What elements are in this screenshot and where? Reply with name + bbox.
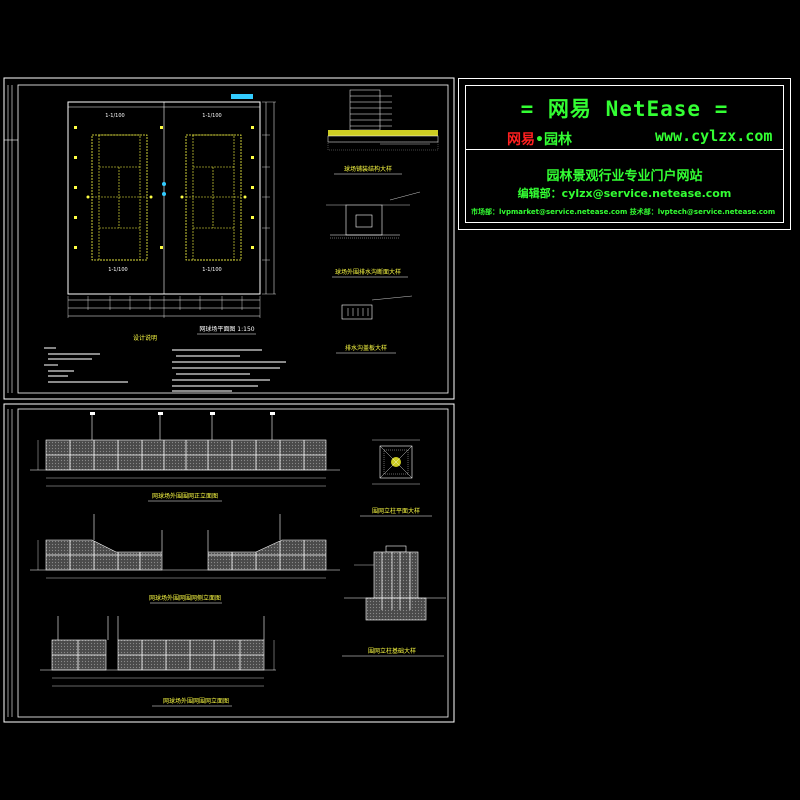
sheet2-frame (3, 403, 455, 723)
grate-detail (341, 295, 413, 320)
brand-netease: 网易 (507, 132, 535, 148)
court-plan (67, 94, 276, 318)
banner-url-link[interactable]: www.cylzx.com (655, 127, 773, 145)
elev1-caption: 网球场外围围网正立面图 (152, 492, 218, 500)
detail-b-caption: 围网立柱基础大样 (368, 647, 416, 655)
banner-subtitle: 园林景观行业专业门户网站 (546, 169, 703, 184)
detail3-caption: 排水沟盖板大样 (345, 344, 387, 352)
court-bottom-right: 1-1/100 (202, 267, 221, 273)
court-title-left: 1-1/100 (105, 113, 124, 119)
detail-a-caption: 围网立柱平面大样 (372, 507, 420, 515)
banner-brand: 网易•园林 (507, 129, 572, 149)
pavement-detail (327, 89, 439, 151)
drainage-detail (326, 191, 421, 239)
elev2-caption: 网球场外围网围网侧立面图 (149, 594, 221, 602)
sheet1-frame (3, 77, 455, 400)
plan-caption: 网球场平面图 1:150 (199, 325, 254, 333)
banner-contact-emails[interactable]: 市场部：lvpmarket@service.netease.com 技术部：lv… (471, 208, 776, 216)
detail1-caption: 球场铺装结构大样 (344, 165, 392, 173)
banner-divider (465, 149, 784, 150)
detail2-caption: 球场外围排水沟断面大样 (335, 268, 401, 276)
sheet2-inner-frame (17, 408, 449, 718)
court-bottom-left: 1-1/100 (108, 267, 127, 273)
elevation-front (30, 412, 340, 487)
notes-caption: 设计说明 (133, 334, 157, 342)
post-plan-detail (372, 439, 420, 485)
elevation-side (30, 514, 340, 579)
elev3-caption: 网球场外围网围网立面图 (163, 697, 229, 705)
notes-text (44, 347, 286, 392)
elevation-end (40, 616, 276, 687)
brand-garden: 园林 (543, 132, 572, 148)
court-title-right: 1-1/100 (202, 113, 221, 119)
post-foundation-detail (344, 545, 446, 621)
sheet1-inner-frame (17, 84, 449, 394)
netease-banner: = 网易 NetEase = 网易•园林 www.cylzx.com 园林景观行… (458, 78, 791, 230)
banner-editor-email[interactable]: 编辑部：cylzx@service.netease.com (517, 187, 732, 200)
banner-title: = 网易 NetEase = (520, 97, 729, 121)
banner-inner-frame (465, 85, 784, 223)
brand-dot: • (535, 132, 544, 148)
